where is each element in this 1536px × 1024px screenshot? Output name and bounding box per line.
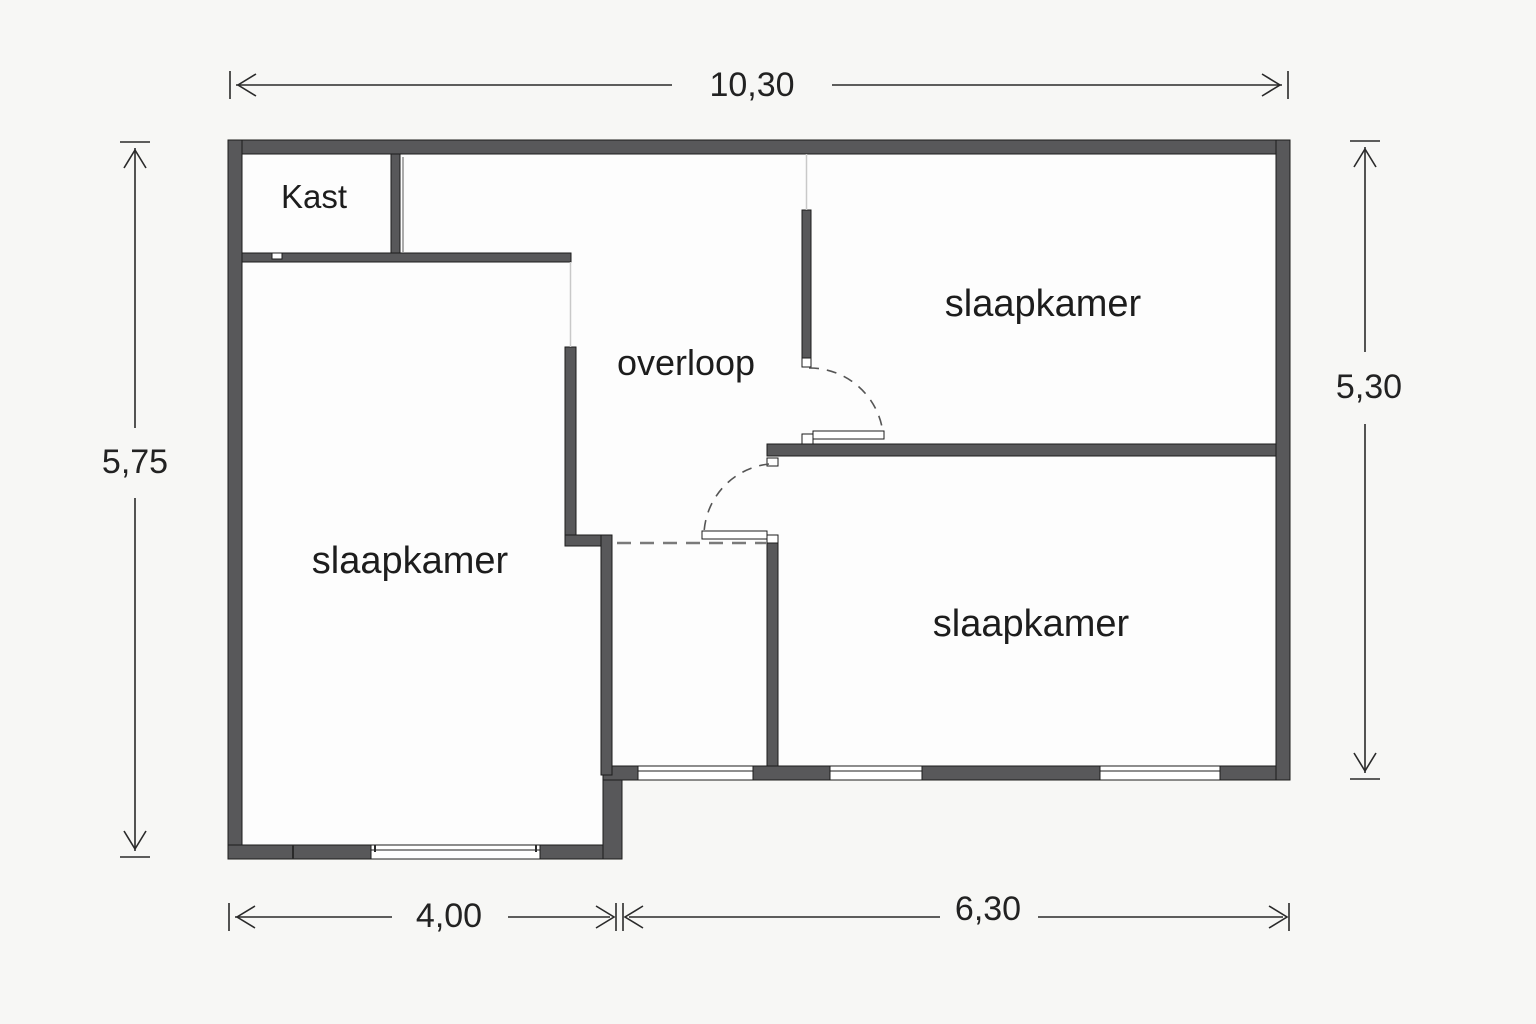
doors <box>271 252 885 545</box>
arrow-left <box>235 905 256 929</box>
door-swing-arc <box>703 463 770 534</box>
room-label-overloop: overloop <box>617 342 755 383</box>
floor-right-section <box>622 154 1276 766</box>
door-leaf <box>701 530 768 540</box>
wall-kast-right <box>390 153 401 254</box>
wall-left <box>227 139 243 860</box>
room-label-slaapkamer-top-right: slaapkamer <box>945 283 1142 325</box>
door-top-bedroom <box>801 357 885 445</box>
wall-top-bedroom-divider <box>801 209 812 359</box>
wall-kast-bottom <box>241 252 572 263</box>
arrow-down <box>123 830 147 851</box>
door-jamb <box>766 457 779 467</box>
room-label-slaapkamer-bottom-right: slaapkamer <box>933 603 1130 645</box>
door-jamb <box>766 534 779 544</box>
room-label-kast: Kast <box>281 178 347 215</box>
kast-jamb <box>271 252 283 260</box>
dimension-right: 5,30 <box>1336 140 1402 780</box>
arrow-right <box>595 905 616 929</box>
arrow-up <box>1353 147 1377 168</box>
dimension-bottom-left-value: 4,00 <box>416 897 482 935</box>
interior-walls <box>241 153 1277 776</box>
arrow-left <box>623 905 644 929</box>
room-label-slaapkamer-left: slaapkamer <box>312 540 509 582</box>
arrow-up <box>123 148 147 169</box>
window-bottom-left <box>370 844 541 860</box>
wall-bottom-bedroom-left <box>766 542 779 767</box>
door-jamb <box>801 357 812 368</box>
arrow-left <box>236 73 257 97</box>
dimension-top: 10,30 <box>229 66 1289 104</box>
arrow-down <box>1353 752 1377 773</box>
wall-left-bedroom-right <box>564 346 577 543</box>
arrow-right <box>1268 905 1289 929</box>
floor-left-section <box>242 154 622 845</box>
dimension-right-value: 5,30 <box>1336 368 1402 406</box>
door-swing-arc <box>808 367 884 434</box>
wall-bottom-bedroom-top <box>766 443 1277 457</box>
dimension-top-value: 10,30 <box>709 66 794 104</box>
dimension-bottom-left: 4,00 <box>228 897 617 935</box>
windows <box>292 765 1221 860</box>
room-labels: Kast overloop slaapkamer slaapkamer slaa… <box>281 178 1142 645</box>
wall-right <box>1275 139 1291 781</box>
door-jamb <box>801 433 814 445</box>
dimension-left-value: 5,75 <box>102 443 168 481</box>
dimension-left: 5,75 <box>102 141 168 858</box>
window-corridor <box>637 765 754 781</box>
door-bottom-bedroom <box>701 457 779 544</box>
faint-lines <box>402 154 808 347</box>
arrow-right <box>1261 73 1282 97</box>
door-leaf <box>812 430 885 440</box>
wall-corridor-left <box>600 534 613 776</box>
dimension-bottom-right-value: 6,30 <box>955 890 1021 928</box>
window-bottom-bedroom-2 <box>1099 765 1221 781</box>
dimension-bottom-right: 6,30 <box>622 890 1290 931</box>
window-bottom-bedroom-1 <box>829 765 923 781</box>
wall-top <box>227 139 1291 155</box>
floor-area <box>242 154 1276 845</box>
